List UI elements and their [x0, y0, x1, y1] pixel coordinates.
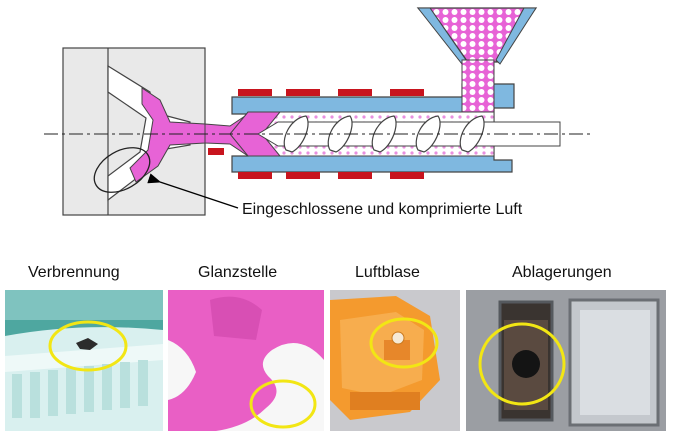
caption-ablagerungen: Ablagerungen	[512, 264, 612, 281]
caption-luftblase: Luftblase	[355, 264, 420, 281]
screw	[257, 115, 561, 153]
heater-bands	[208, 89, 424, 179]
caption-verbrennung: Verbrennung	[28, 264, 120, 281]
annotation-arrow	[147, 173, 239, 209]
trapped-air-annotation: Eingeschlossene und komprimierte Luft	[242, 201, 523, 218]
photo-ablagerungen	[466, 290, 666, 431]
photo-verbrennung	[5, 290, 163, 431]
photo-glanzstelle	[168, 290, 324, 431]
trapped-air-ellipse	[93, 147, 151, 193]
hopper	[416, 7, 538, 113]
caption-glanzstelle: Glanzstelle	[198, 264, 278, 281]
photo-luftblase	[330, 290, 460, 431]
mold-block	[62, 47, 206, 216]
